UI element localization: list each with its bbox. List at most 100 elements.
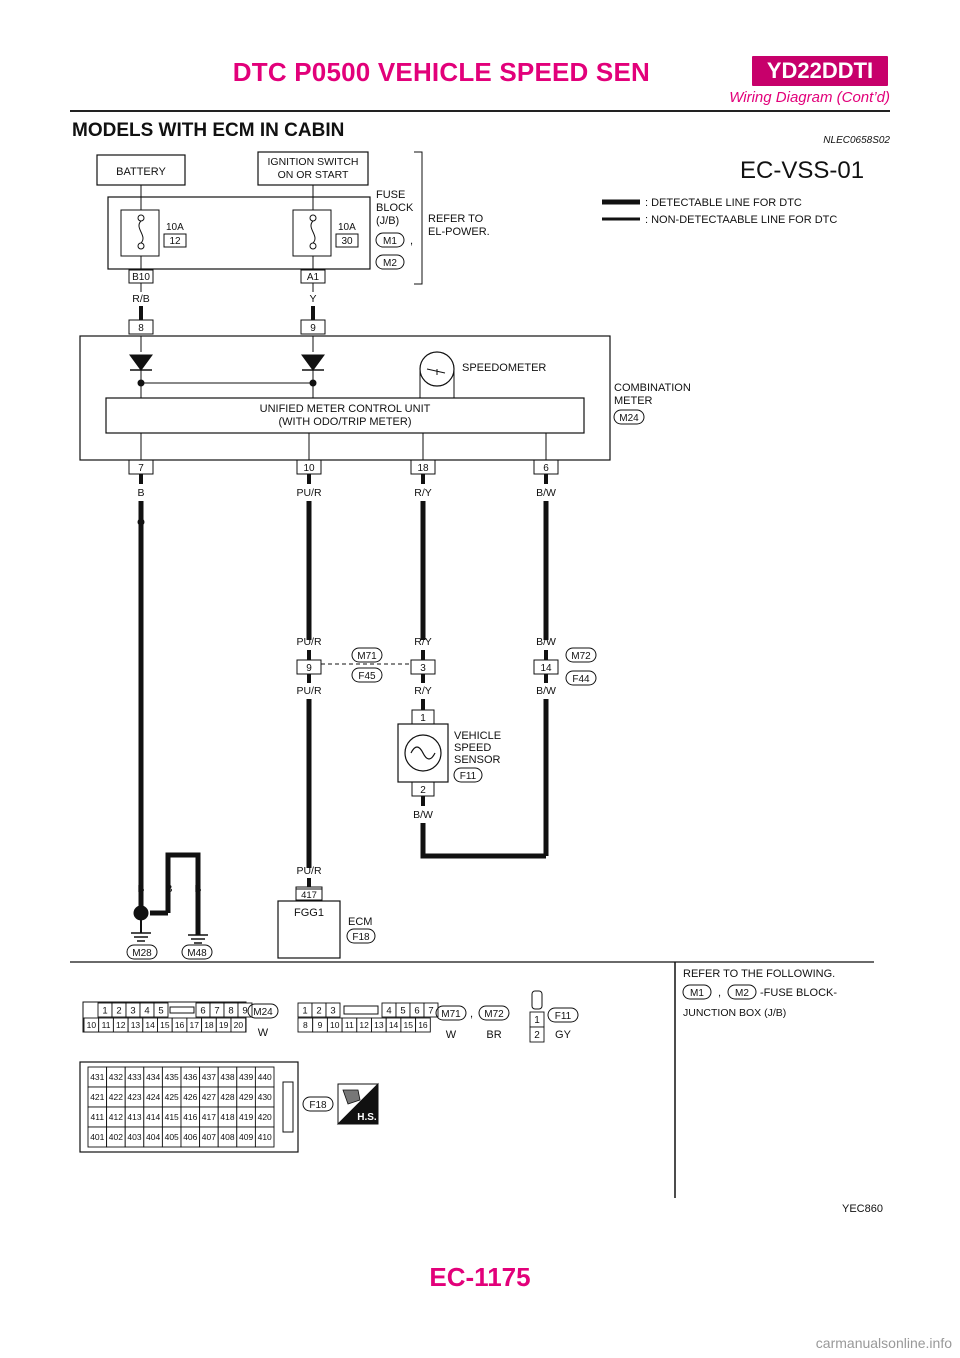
jc-conn-f44: F44 bbox=[572, 674, 590, 685]
m24-key-tab bbox=[169, 1006, 195, 1014]
wire-color-ry-3: R/Y bbox=[414, 685, 432, 697]
m7172-top-pin-label: 2 bbox=[316, 1005, 321, 1016]
conn-face-f18-name: F18 bbox=[309, 1100, 327, 1111]
ecm-label: ECM bbox=[348, 916, 372, 928]
meter-pin-6: 6 bbox=[543, 463, 549, 474]
f18-pin-label: 426 bbox=[183, 1092, 197, 1102]
m7172-bot-pin-label: 12 bbox=[359, 1020, 369, 1030]
m7172-bot-pin-label: 8 bbox=[303, 1020, 308, 1030]
m7172-top-pin-label: 4 bbox=[386, 1005, 391, 1016]
f18-pin-label: 439 bbox=[239, 1072, 253, 1082]
m7172-top-pin-label: 3 bbox=[330, 1005, 335, 1016]
watermark: carmanualsonline.info bbox=[815, 1335, 952, 1351]
wire-b-ground-2 bbox=[165, 852, 201, 935]
fuse-block-conn-m1: M1 bbox=[383, 236, 397, 247]
f18-pin-label: 410 bbox=[258, 1132, 272, 1142]
f18-pin-label: 428 bbox=[220, 1092, 234, 1102]
vss-pin-2: 2 bbox=[420, 785, 426, 796]
refer-to-label: REFER TO bbox=[428, 213, 484, 225]
refer-conn-m2: M2 bbox=[735, 988, 749, 999]
m24-top-pin-cell bbox=[153, 1002, 169, 1018]
ecm-box bbox=[277, 900, 341, 959]
fuse-block-label-1: FUSE bbox=[376, 189, 405, 201]
f18-pin-label: 404 bbox=[146, 1132, 160, 1142]
m24-top-pin-label: 3 bbox=[130, 1005, 135, 1016]
fuse-1-number: 12 bbox=[169, 236, 181, 247]
m24-bot-pin-label: 13 bbox=[131, 1020, 141, 1030]
m7172-bot-pin-label: 13 bbox=[374, 1020, 384, 1030]
combination-meter-box bbox=[79, 335, 611, 461]
refer-following-label: REFER TO THE FOLLOWING. bbox=[683, 968, 835, 980]
wire-color-b: B bbox=[137, 487, 144, 499]
wire-color-bw: B/W bbox=[536, 487, 556, 499]
f18-pin-label: 423 bbox=[127, 1092, 141, 1102]
conn-face-f11-name: F11 bbox=[555, 1011, 572, 1022]
ground-conn-m28: M28 bbox=[132, 948, 152, 959]
refer-comma: , bbox=[718, 987, 721, 999]
f18-pin-label: 401 bbox=[90, 1132, 104, 1142]
legend-detectable: : DETECTABLE LINE FOR DTC bbox=[645, 197, 802, 209]
m24-top-pin-label: 7 bbox=[214, 1005, 219, 1016]
f18-pin-label: 435 bbox=[165, 1072, 179, 1082]
meter-pin-18: 18 bbox=[417, 463, 429, 474]
conn-face-m24-name: M24 bbox=[253, 1007, 273, 1018]
f18-pin-label: 420 bbox=[258, 1112, 272, 1122]
f18-pin-label: 425 bbox=[165, 1092, 179, 1102]
conn-face-m72-name: M72 bbox=[484, 1009, 504, 1020]
wire-color-bw-3: B/W bbox=[536, 685, 556, 697]
conn-face-m71-name: M71 bbox=[441, 1009, 461, 1020]
page-number: EC-1175 bbox=[429, 1262, 531, 1292]
page-subtitle: Wiring Diagram (Cont’d) bbox=[729, 89, 890, 106]
m7172-bot-pin-label: 16 bbox=[418, 1020, 428, 1030]
meter-pin-7: 7 bbox=[138, 463, 144, 474]
m24-bot-pin-label: 14 bbox=[145, 1020, 155, 1030]
f18-pin-label: 412 bbox=[109, 1112, 123, 1122]
refer-junction-box: JUNCTION BOX (J/B) bbox=[683, 1007, 786, 1019]
jc-conn-m72: M72 bbox=[571, 651, 591, 662]
fuse-block-comma: , bbox=[410, 235, 413, 247]
m7172-bot-pin-label: 9 bbox=[318, 1020, 323, 1030]
wire-color-ry: R/Y bbox=[414, 487, 432, 499]
f18-pin-label: 402 bbox=[109, 1132, 123, 1142]
f18-pin-label: 406 bbox=[183, 1132, 197, 1142]
conn-face-m24-color: W bbox=[258, 1027, 269, 1039]
fuse-block-conn-m2: M2 bbox=[383, 258, 397, 269]
vss-pin-1: 1 bbox=[420, 713, 426, 724]
m24-bot-pin-label: 17 bbox=[190, 1020, 200, 1030]
vss-label-3: SENSOR bbox=[454, 754, 501, 766]
m24-bot-pin-label: 19 bbox=[219, 1020, 229, 1030]
ecm-conn-f18: F18 bbox=[352, 932, 370, 943]
m7172-top-pin-label: 7 bbox=[428, 1005, 433, 1016]
m24-bot-pin-label: 10 bbox=[87, 1020, 97, 1030]
m7172-bot-pin-cell bbox=[415, 1017, 431, 1033]
f18-pin-label: 411 bbox=[91, 1112, 105, 1122]
f18-pin-label: 429 bbox=[239, 1092, 253, 1102]
umcu-label-2: (WITH ODO/TRIP METER) bbox=[278, 416, 411, 428]
ground-splice-dot bbox=[133, 905, 149, 921]
m7172-top-pin-label: 1 bbox=[302, 1005, 307, 1016]
f18-pin-label: 414 bbox=[146, 1112, 160, 1122]
f18-pin-label: 422 bbox=[109, 1092, 123, 1102]
jc-pin-9: 9 bbox=[306, 663, 312, 674]
ground-wire-b-2: B bbox=[165, 883, 172, 895]
refer-el-power: EL-POWER. bbox=[428, 226, 490, 238]
conn-face-f11-color: GY bbox=[555, 1029, 572, 1041]
m7172-bot-pin-label: 14 bbox=[389, 1020, 399, 1030]
f18-latch bbox=[282, 1081, 294, 1133]
combination-label-1: COMBINATION bbox=[614, 382, 691, 394]
f11-pin-label: 1 bbox=[534, 1015, 540, 1026]
m24-bot-pin-label: 18 bbox=[204, 1020, 214, 1030]
ground-wire-b-1: B bbox=[137, 883, 144, 895]
f18-outline bbox=[79, 1061, 299, 1153]
f18-pin-label: 409 bbox=[239, 1132, 253, 1142]
f18-pin-label: 427 bbox=[202, 1092, 216, 1102]
m7172-top-pin-cell bbox=[423, 1002, 439, 1018]
wire-color-bw-4: B/W bbox=[413, 809, 433, 821]
f18-pin-label: 416 bbox=[183, 1112, 197, 1122]
m7172-bot-pin-label: 10 bbox=[330, 1020, 340, 1030]
f18-pin-label: 433 bbox=[127, 1072, 141, 1082]
jc-conn-f45: F45 bbox=[358, 671, 376, 682]
f18-pin-label: 438 bbox=[220, 1072, 234, 1082]
